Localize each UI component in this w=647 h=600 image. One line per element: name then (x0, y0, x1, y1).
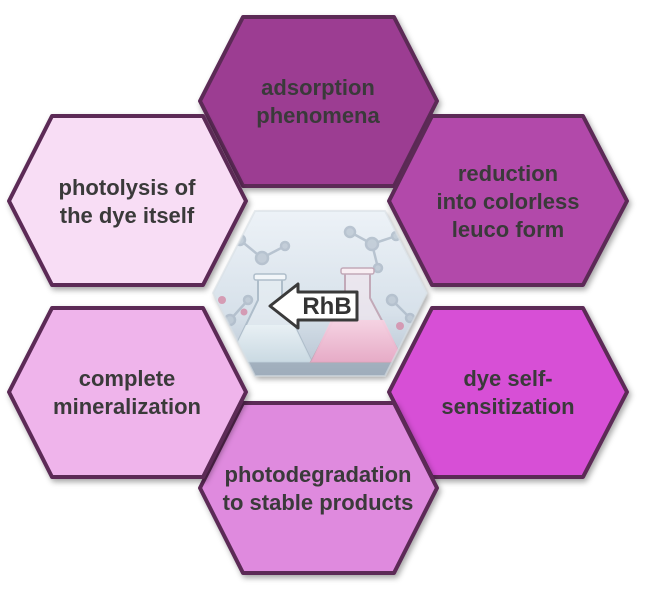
hex-label-line: reduction (458, 161, 558, 186)
hex-top-left-shape (7, 114, 248, 287)
hex-label-line: the dye itself (60, 203, 195, 228)
hex-label-line: into colorless (436, 189, 579, 214)
hex-bottom-left-shape (7, 306, 248, 479)
hex-label-line: photodegradation (225, 462, 412, 487)
hex-photolysis (7, 114, 248, 287)
flasks-with-molecules-icon (213, 211, 427, 376)
hex-adsorption-phenomena (198, 15, 439, 188)
hex-label-top: adsorption phenomena (256, 75, 380, 128)
rhb-arrow: RhB (268, 282, 359, 330)
hex-label-top-right: reduction into colorless leuco form (436, 161, 579, 242)
rhb-arrow-label: RhB (302, 293, 351, 320)
hex-label-line: sensitization (441, 394, 574, 419)
hex-dye-self-sensitization (387, 306, 629, 479)
hex-label-line: leuco form (452, 217, 564, 242)
hex-label-bottom-right: dye self-sensitization (441, 366, 574, 419)
hex-label-top-left: photolysis of the dye itself (59, 175, 197, 228)
hex-label-line: complete (79, 366, 176, 391)
hex-label-line: photolysis of (59, 175, 197, 200)
hex-bottom-right-shape (387, 306, 629, 479)
hex-label-line: to stable products (223, 490, 414, 515)
hex-label-line: phenomena (256, 103, 380, 128)
hex-top-shape (198, 15, 439, 188)
hex-complete-mineralization (7, 306, 248, 479)
hex-photodegradation (198, 401, 439, 575)
hex-label-bottom-left: complete mineralization (53, 366, 201, 419)
hex-label-line: adsorption (261, 75, 375, 100)
hex-top-right-shape (387, 114, 629, 287)
hex-reduction-leuco-form (387, 114, 629, 287)
hex-label-line: dye self- (463, 366, 552, 391)
hex-label-bottom: photodegradation to stable products (223, 462, 414, 515)
hex-label-line: mineralization (53, 394, 201, 419)
hex-bottom-shape (198, 401, 439, 575)
